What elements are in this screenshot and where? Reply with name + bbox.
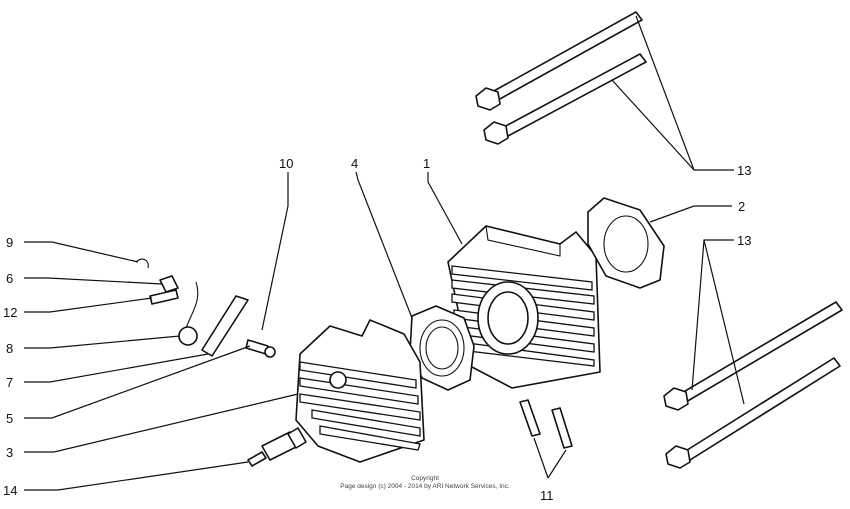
through-bolt-top-2 [483, 53, 647, 145]
callout-4: 4 [351, 156, 358, 171]
callout-13-top: 13 [737, 163, 751, 178]
callout-8: 8 [6, 341, 13, 356]
copyright-line-1: Copyright [411, 475, 439, 482]
bolt-12 [149, 289, 179, 305]
through-bolt-top-1 [475, 11, 643, 111]
callout-2: 2 [738, 199, 745, 214]
through-bolt-bottom-1 [663, 301, 843, 411]
callout-10: 10 [279, 156, 293, 171]
bolt-10 [245, 339, 276, 358]
base-gasket [409, 305, 475, 391]
callout-11: 11 [540, 488, 554, 503]
leader-lines [24, 15, 745, 491]
callout-5: 5 [6, 411, 13, 426]
spark-plug [247, 427, 307, 467]
callout-13-bottom: 13 [737, 233, 751, 248]
cap [159, 275, 179, 293]
callout-14: 14 [3, 483, 17, 498]
callout-9: 9 [6, 235, 13, 250]
copyright-notice: Copyright Page design (c) 2004 - 2014 by… [340, 475, 510, 490]
callout-labels: 1 2 3 4 5 6 7 8 9 10 11 12 13 13 14 [3, 156, 751, 503]
wire-clip [135, 258, 149, 269]
cylinder-head [295, 319, 425, 463]
dowel-pins [519, 399, 573, 449]
bracket [201, 295, 249, 357]
callout-12: 12 [3, 305, 17, 320]
head-gasket [587, 197, 665, 289]
callout-6: 6 [6, 271, 13, 286]
copyright-line-2: Page design (c) 2004 - 2014 by ARI Netwo… [340, 483, 510, 490]
callout-3: 3 [6, 445, 13, 460]
through-bolt-bottom-2 [665, 357, 841, 469]
decompression-valve [178, 281, 199, 346]
callout-1: 1 [423, 156, 430, 171]
callout-7: 7 [6, 375, 13, 390]
